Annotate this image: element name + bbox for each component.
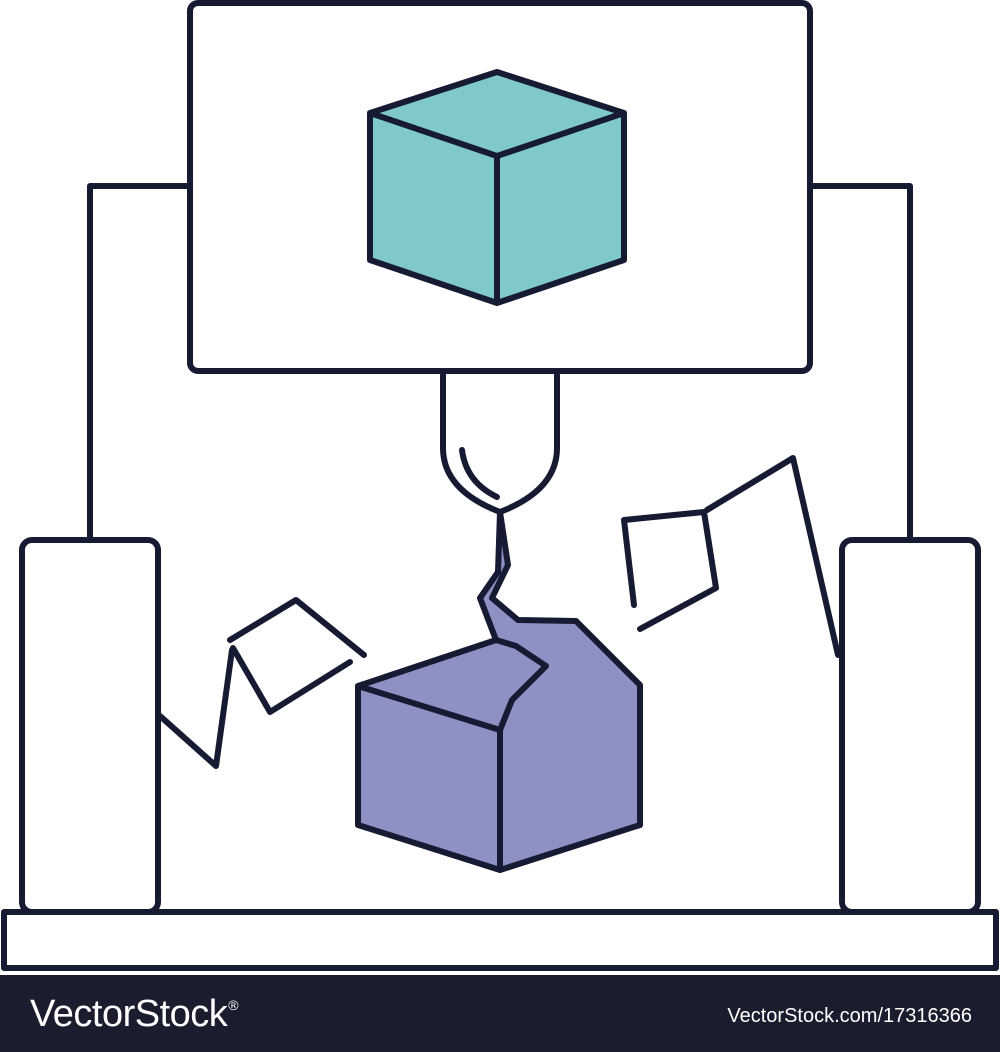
left-robotic-arm-icon <box>157 597 367 769</box>
right-column <box>839 537 981 915</box>
3d-printer-illustration <box>1 0 999 971</box>
screen-cube-icon <box>367 69 627 306</box>
watermark-footer: VectorStock® VectorStock.com/17316366 <box>0 975 1000 1052</box>
left-column <box>19 537 161 915</box>
brand-registered-mark: ® <box>228 997 239 1013</box>
print-nozzle <box>440 372 560 515</box>
printed-cube-icon <box>355 509 643 873</box>
brand-name: VectorStock <box>30 993 228 1035</box>
printer-frame <box>87 183 913 543</box>
printer-base <box>1 909 999 971</box>
brand-logo: VectorStock® <box>30 993 239 1036</box>
image-id: VectorStock.com/17316366 <box>727 1005 972 1027</box>
right-robotic-arm-icon <box>621 455 841 658</box>
